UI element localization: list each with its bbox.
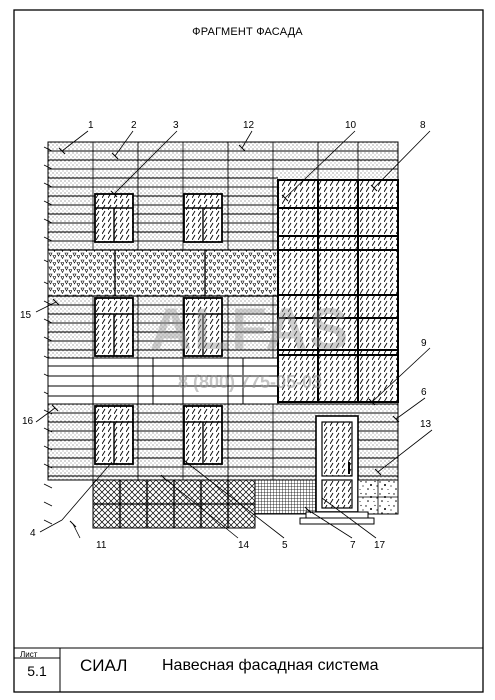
siding-joints bbox=[92, 142, 359, 480]
stamp-drawing-name: Навесная фасадная система bbox=[162, 657, 379, 674]
callout-3: 3 bbox=[173, 120, 179, 131]
callout-14: 14 bbox=[238, 540, 250, 551]
entrance-steps bbox=[299, 511, 375, 525]
facade-fragment bbox=[43, 141, 399, 529]
callout-9: 9 bbox=[421, 338, 427, 349]
title-block bbox=[14, 647, 483, 692]
callout-17: 17 bbox=[374, 540, 386, 551]
callout-6: 6 bbox=[421, 387, 427, 398]
callout-4: 4 bbox=[30, 528, 36, 539]
callout-13: 13 bbox=[420, 419, 432, 430]
callout-5: 5 bbox=[282, 540, 288, 551]
callout-11: 11 bbox=[96, 540, 107, 551]
watermark-brand: ALFAS bbox=[149, 297, 351, 362]
callout-10: 10 bbox=[345, 120, 357, 131]
decorative-band bbox=[47, 249, 279, 297]
watermark-phone: 8 (800) 775-05-03 bbox=[177, 372, 323, 392]
stamp-sheet-label: Лист bbox=[20, 650, 38, 659]
drawing-title: ФРАГМЕНТ ФАСАДА bbox=[192, 26, 303, 38]
callout-1: 1 bbox=[88, 120, 94, 131]
stamp-sheet-number: 5.1 bbox=[27, 663, 47, 679]
callout-7: 7 bbox=[350, 540, 356, 551]
stamp-organization: СИАЛ bbox=[80, 656, 128, 675]
sheet-frame bbox=[13, 9, 484, 693]
callout-16: 16 bbox=[22, 416, 34, 427]
leader-ticks bbox=[51, 144, 400, 528]
leader-lines bbox=[35, 130, 433, 539]
windows bbox=[94, 193, 223, 465]
callout-15: 15 bbox=[20, 310, 32, 321]
entrance-door bbox=[315, 415, 359, 513]
callout-8: 8 bbox=[420, 120, 426, 131]
callout-2: 2 bbox=[131, 120, 137, 131]
callout-12: 12 bbox=[243, 120, 255, 131]
curtain-wall bbox=[277, 179, 399, 403]
